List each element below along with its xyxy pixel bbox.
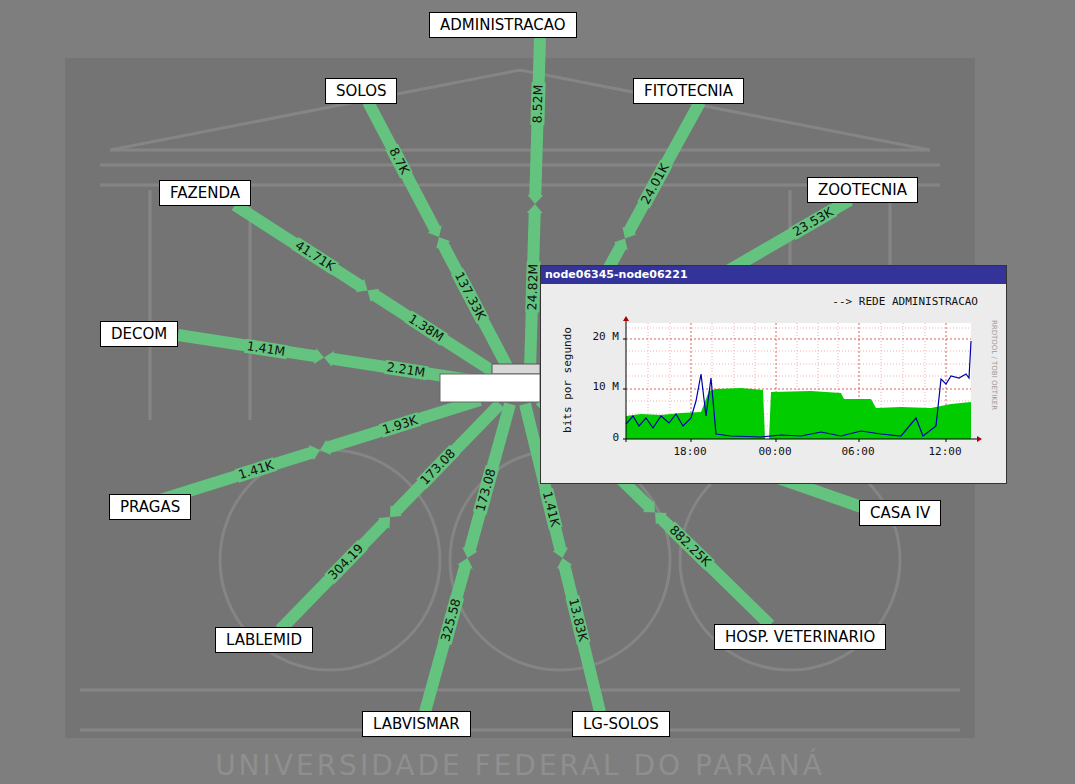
node-label: LG-SOLOS (583, 715, 659, 733)
network-node: ADMINISTRACAO (429, 12, 577, 38)
axis-title: bits por segundo (562, 327, 574, 433)
popup-title: node06345-node06221 (545, 268, 688, 281)
hub-box (440, 374, 540, 402)
link-half (232, 200, 368, 292)
axis-tick: 20 M (593, 331, 620, 343)
network-node: HOSP. VETERINARIO (714, 624, 886, 650)
node-label: CASA IV (870, 504, 930, 522)
axis-tick: 06:00 (841, 446, 874, 458)
axis-arrows (623, 316, 982, 442)
link-half (462, 402, 516, 558)
node-label: DECOM (111, 325, 167, 343)
network-node: FITOTECNIA (633, 78, 744, 104)
network-node: DECOM (100, 321, 178, 347)
link-half (622, 99, 705, 238)
node-label: PRAGAS (120, 498, 180, 516)
axis-tick: 12:00 (928, 446, 961, 458)
watermark-text: UNIVERSIDADE FEDERAL DO PARANÁ (215, 751, 825, 782)
minor-grid (626, 323, 971, 439)
link-half (177, 329, 324, 364)
traffic-value: 24.82M (525, 262, 540, 313)
axis-tick: 00:00 (758, 446, 791, 458)
pediment (110, 70, 930, 150)
link-half (557, 558, 606, 713)
link-half (276, 517, 390, 634)
node-label: HOSP. VETERINARIO (725, 628, 875, 646)
link-half (419, 558, 473, 714)
hub-tab (492, 364, 540, 374)
watermark-letter (220, 450, 440, 670)
node-label: LABLEMID (226, 631, 302, 649)
network-node: CASA IV (859, 500, 941, 526)
inbound-area (626, 388, 971, 439)
link-half (655, 513, 774, 630)
link-half (363, 99, 442, 237)
watermark-panel (65, 58, 975, 738)
node-label: FITOTECNIA (644, 82, 733, 100)
grid-lines (626, 323, 971, 439)
network-node: FAZENDA (159, 180, 251, 206)
axis-tick: 10 M (593, 381, 620, 393)
link-half (527, 38, 546, 204)
node-label: SOLOS (336, 82, 386, 100)
network-node: PRAGAS (109, 494, 191, 520)
node-label: LABVISMAR (373, 715, 460, 733)
node-label: FAZENDA (170, 184, 240, 202)
axis-tick: 0 (612, 432, 619, 444)
outbound-line (626, 341, 971, 437)
ticks (623, 339, 946, 442)
plot-area (626, 323, 971, 439)
network-node: LABLEMID (215, 627, 313, 653)
network-node: LG-SOLOS (572, 711, 670, 737)
credit-text: RRDTOOL / TOBI OETIKER (989, 320, 997, 410)
axes (623, 321, 977, 442)
grid-lines (626, 323, 971, 439)
node-label: ADMINISTRACAO (440, 16, 566, 34)
network-node: LABVISMAR (362, 711, 471, 737)
base (80, 690, 960, 730)
traffic-value: 8.52M (530, 83, 545, 126)
network-node: SOLOS (325, 78, 397, 104)
major-grid (626, 323, 971, 439)
popup-title-bar: node06345-node06221 (541, 266, 1006, 284)
chart-title: --> REDE ADMINISTRACAO (832, 296, 978, 308)
link-half (368, 289, 504, 381)
network-node: ZOOTECNIA (807, 177, 918, 203)
node-label: ZOOTECNIA (818, 181, 907, 199)
axis-tick: 18:00 (673, 446, 706, 458)
